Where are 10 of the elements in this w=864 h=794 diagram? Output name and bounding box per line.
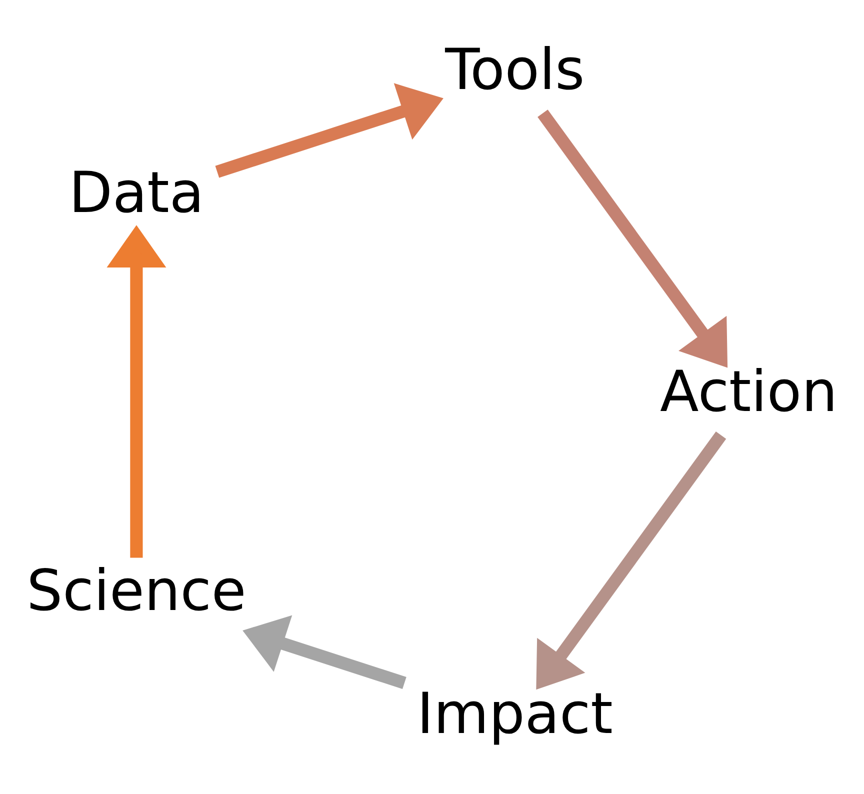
- node-text: Science: [26, 558, 246, 624]
- node-text: Tools: [445, 36, 585, 103]
- arrow: [538, 110, 728, 368]
- arrow: [242, 615, 406, 690]
- node-text: Data: [68, 160, 204, 226]
- node-text: Impact: [416, 680, 613, 747]
- arrow: [536, 432, 726, 690]
- arrow: [106, 225, 166, 558]
- node-text: Action: [660, 358, 838, 425]
- arrow: [215, 83, 444, 178]
